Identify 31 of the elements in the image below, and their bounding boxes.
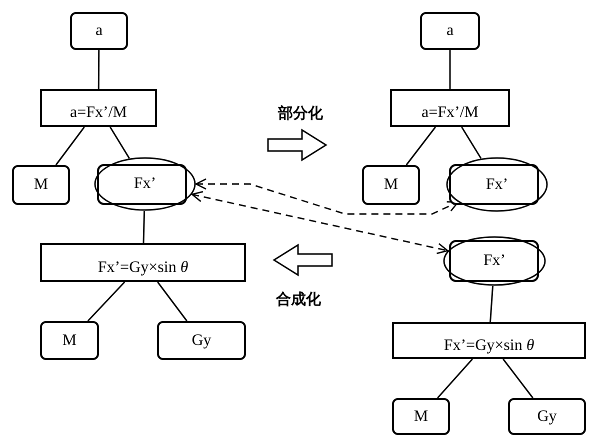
operation-label: 合成化 <box>276 290 321 309</box>
connector-line <box>490 286 494 322</box>
formula-box: a=Fx’/M <box>40 89 157 127</box>
rounded-box: M <box>362 165 420 205</box>
rounded-box: Gy <box>157 321 246 360</box>
circled-box: Fx’ <box>94 157 196 211</box>
connector-line <box>406 126 436 166</box>
circled-box: Fx’ <box>443 236 546 286</box>
formula-box: a=Fx’/M <box>390 89 510 127</box>
formula-box: Fx’=Gy×sin θ <box>40 243 246 282</box>
connector-line <box>109 126 130 159</box>
circled-box: Fx’ <box>446 157 548 212</box>
connector-line <box>98 50 100 89</box>
connector-line <box>55 126 85 166</box>
dashed-arrow <box>191 190 448 254</box>
dashed-arrow <box>195 178 459 215</box>
operation-label: 部分化 <box>278 104 323 123</box>
rounded-box: a <box>420 12 480 50</box>
rounded-box: M <box>12 165 70 205</box>
connector-line <box>157 282 188 322</box>
connector-line <box>437 358 473 398</box>
rounded-box: M <box>392 398 450 435</box>
connector-line <box>502 358 534 398</box>
rounded-box: Gy <box>508 398 586 435</box>
connector-line <box>142 210 146 244</box>
formula-box: Fx’=Gy×sin θ <box>392 322 586 359</box>
rounded-box: M <box>40 321 99 360</box>
rounded-box: a <box>70 12 128 50</box>
connector-line <box>461 126 482 159</box>
connector-line <box>449 50 451 89</box>
connector-line <box>87 281 126 322</box>
